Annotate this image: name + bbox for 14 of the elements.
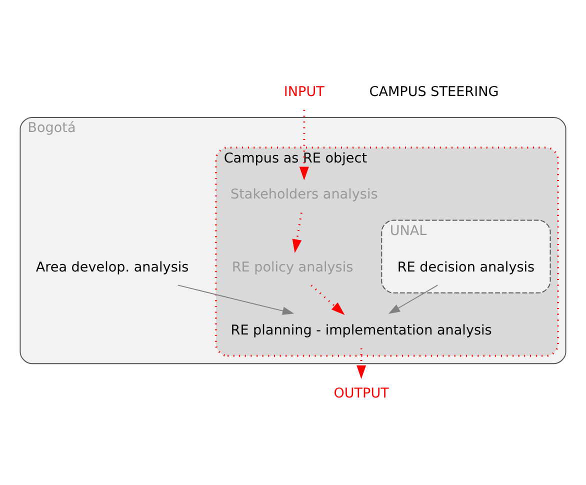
arrow — [292, 212, 302, 252]
node-text: RE planning - implementation analysis — [230, 322, 492, 338]
arrow — [310, 284, 345, 315]
label: CAMPUS STEERING — [369, 83, 499, 100]
node-text: INPUT — [284, 83, 324, 100]
node-text: Stakeholders analysis — [230, 186, 378, 202]
arrow — [356, 348, 366, 378]
node-text: RE policy analysis — [232, 258, 354, 275]
arrow — [299, 109, 309, 180]
node-text: Area develop. analysis — [36, 258, 189, 275]
arrow — [177, 284, 294, 314]
node-text: RE decision analysis — [397, 258, 535, 275]
node-text: OUTPUT — [334, 384, 389, 401]
arrow — [388, 284, 438, 314]
